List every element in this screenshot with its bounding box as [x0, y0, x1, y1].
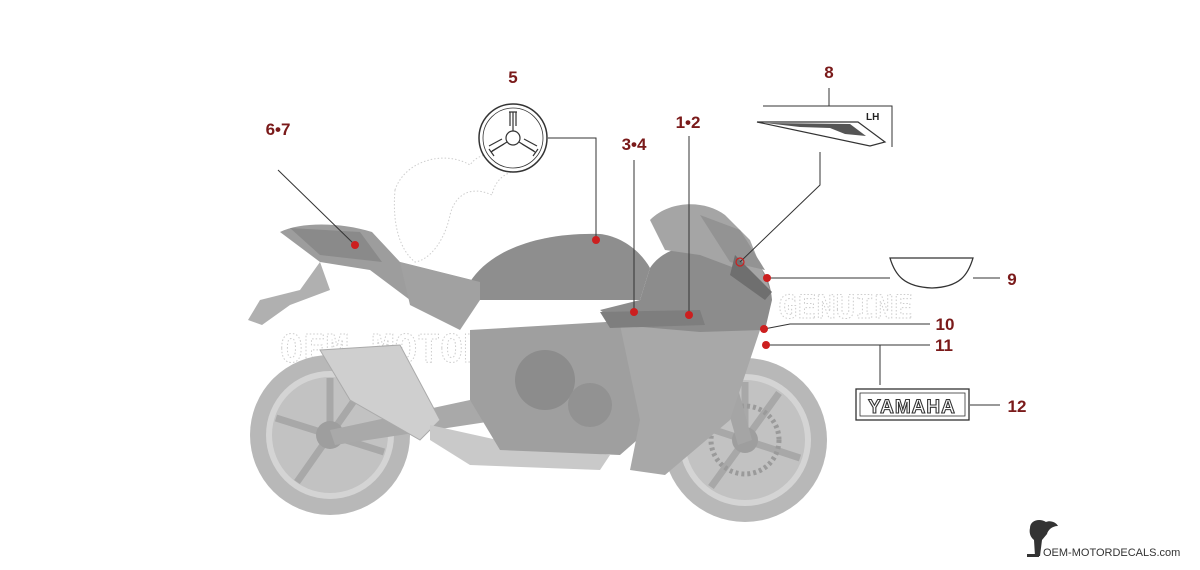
- tuning-fork-icon: [488, 111, 539, 157]
- footer-site-text: OEM-MOTORDECALS.com: [1043, 547, 1180, 559]
- callout-1-2: 1•2: [676, 113, 701, 132]
- callout-numbers: 1•2 3•4 5 6•7 8 9 10 11 12: [266, 63, 1027, 416]
- leader-10: [763, 323, 930, 330]
- watermark-genuine-text: GENUINE: [778, 288, 913, 326]
- attachment-points: [351, 236, 771, 349]
- yamaha-decal-text: YAMAHA: [868, 397, 956, 418]
- dot-9: [763, 274, 771, 282]
- callout-9: 9: [1007, 270, 1016, 289]
- dot-8: [735, 257, 745, 267]
- leader-8-bracket: [763, 105, 893, 147]
- rear-wheel: [250, 355, 410, 515]
- yamaha-decal: YAMAHA: [855, 388, 970, 421]
- lower-fairing: [620, 325, 760, 475]
- motorcycle-illustration: [248, 204, 827, 522]
- nose-decal-shape: [889, 257, 974, 289]
- decal-side-label: LH: [866, 112, 879, 123]
- watermark-bird-logo: [393, 153, 521, 263]
- callout-11: 11: [935, 336, 953, 355]
- side-fairing: [600, 244, 772, 332]
- callout-3-4: 3•4: [622, 135, 647, 154]
- leader-5: [548, 137, 597, 240]
- leader-lines: [277, 88, 1000, 406]
- dot-10: [760, 325, 768, 333]
- leader-8: [739, 152, 821, 263]
- footer-logo: OEM-MOTORDECALS.com: [1027, 520, 1180, 559]
- tuning-fork-emblem: [478, 103, 548, 173]
- callout-10: 10: [936, 315, 955, 334]
- fuel-tank: [470, 233, 650, 300]
- callout-8: 8: [824, 63, 833, 82]
- windscreen-stripe-decal: LH: [756, 112, 887, 147]
- dot-6-7: [351, 241, 359, 249]
- callout-12: 12: [1008, 397, 1027, 416]
- dot-1-2: [685, 311, 693, 319]
- dot-3-4: [630, 308, 638, 316]
- leader-6-7: [277, 169, 356, 246]
- bird-logo-icon: [1027, 520, 1058, 557]
- dot-5: [592, 236, 600, 244]
- callout-5: 5: [508, 68, 517, 87]
- callout-6-7: 6•7: [266, 120, 291, 139]
- dot-11: [762, 341, 770, 349]
